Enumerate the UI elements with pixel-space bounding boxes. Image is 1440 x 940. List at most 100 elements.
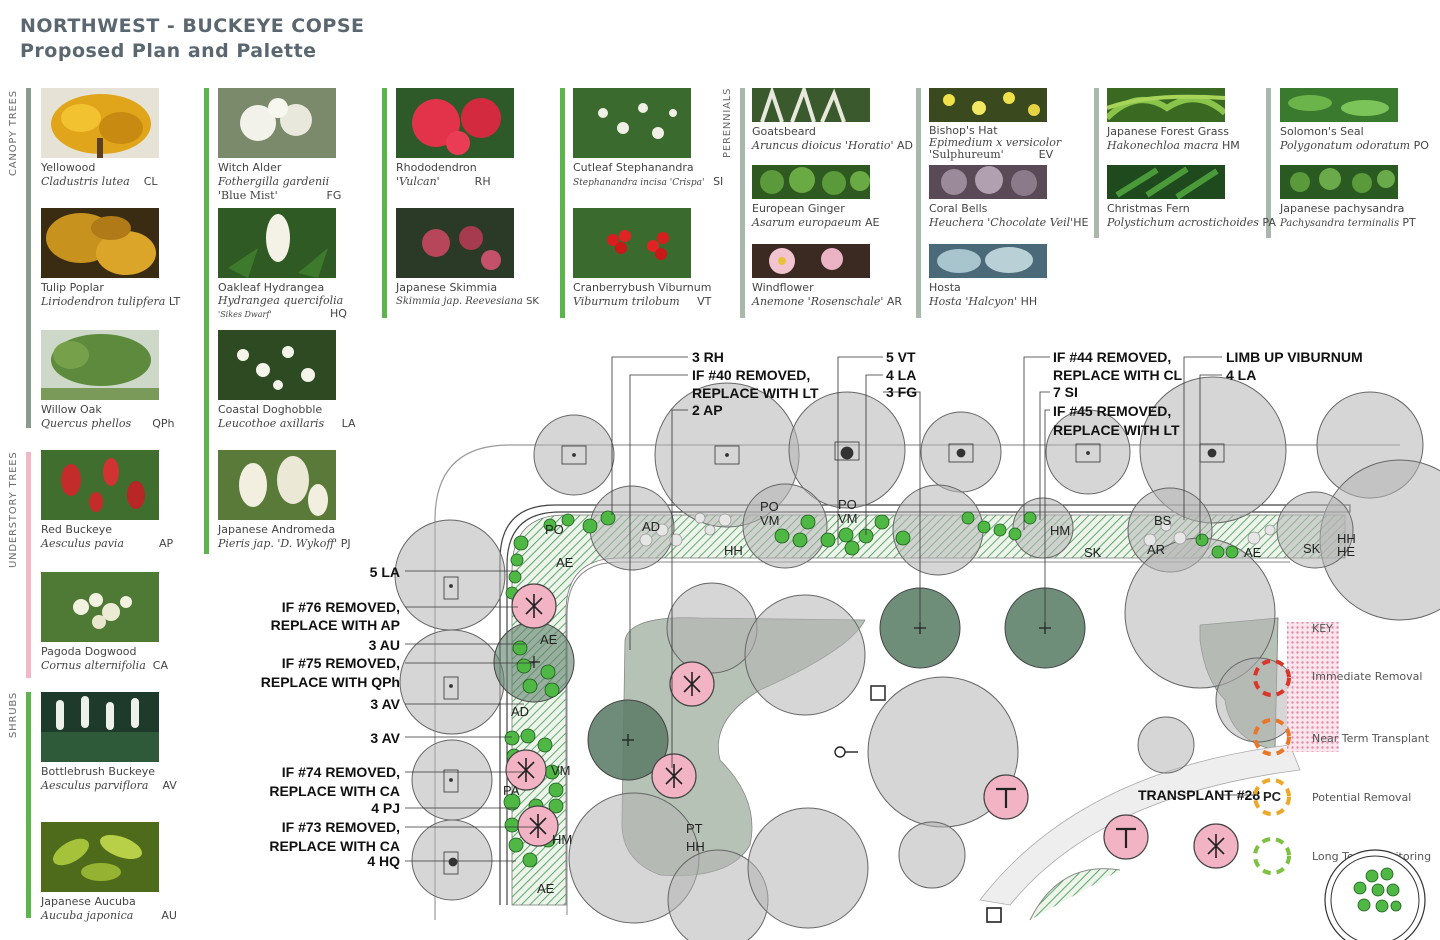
plant-name: Windflower bbox=[752, 281, 814, 294]
plant-name: Rhododendron bbox=[396, 161, 477, 174]
label-ae-2: AE bbox=[556, 555, 574, 570]
plant-code: AE bbox=[865, 216, 880, 229]
plant-name: Japanese Forest Grass bbox=[1107, 125, 1229, 138]
plant-latin: Hydrangea quercifolia bbox=[218, 294, 344, 307]
plant-cultivar-row: 'Blue Mist' FG bbox=[218, 189, 341, 203]
plant-card-rhodo: Rhododendron 'Vulcan' RH bbox=[396, 88, 518, 189]
label-pc: PC bbox=[1263, 789, 1282, 804]
plant-code: HQ bbox=[329, 307, 347, 320]
plant-cultivar: 'Sulphureum' bbox=[929, 148, 1004, 161]
plant-name: Pagoda Dogwood bbox=[41, 645, 137, 658]
plant-latin: Aesculus parviflora bbox=[41, 779, 149, 792]
hosta-photo bbox=[929, 244, 1047, 278]
walkway-outline bbox=[434, 444, 1400, 920]
label-pt: PT bbox=[686, 821, 703, 836]
witch-photo bbox=[218, 88, 336, 158]
pale-shrubs bbox=[639, 512, 1276, 547]
plant-card-willow: Willow Oak Quercus phellos QPh bbox=[41, 330, 174, 431]
plant-name: Cutleaf Stephanandra bbox=[573, 161, 694, 174]
callout-replace-cl: REPLACE WITH CL bbox=[1053, 367, 1183, 383]
label-ad: AD bbox=[642, 519, 660, 534]
plant-card-buckeye: Red Buckeye Aesculus pavia AP bbox=[41, 450, 173, 551]
callout-replace-qph: REPLACE WITH QPh bbox=[261, 674, 400, 690]
callout-3av-2: 3 AV bbox=[370, 730, 400, 746]
plant-name: Hosta bbox=[929, 281, 961, 294]
canopy-trees bbox=[394, 376, 1440, 940]
plant-card-bottlebrush: Bottlebrush Buckeye Aesculus parviflora … bbox=[41, 692, 177, 793]
bishop-photo bbox=[929, 88, 1047, 122]
plant-latin: Epimedium x versicolor bbox=[929, 136, 1062, 149]
perennial-bar-2 bbox=[916, 88, 921, 318]
callout-replace-ca: REPLACE WITH CA bbox=[269, 783, 400, 799]
fern-photo bbox=[1107, 165, 1225, 199]
plant-cultivar-row: 'Sulphureum' EV bbox=[929, 149, 1089, 161]
plant-latin-row: Skimmia jap. Reevesiana SK bbox=[396, 295, 539, 309]
key-label: KEY bbox=[1312, 622, 1333, 635]
plant-latin-row: Anemone 'Rosenschale' AR bbox=[752, 295, 912, 309]
plant-code: RH bbox=[474, 175, 491, 188]
cutleaf-photo bbox=[573, 88, 691, 158]
title-text: NORTHWEST - BUCKEYE COPSE bbox=[20, 15, 365, 37]
goatsbeard-photo bbox=[752, 88, 870, 122]
plant-latin: Hakonechloa macra bbox=[1107, 139, 1219, 152]
removal-marks bbox=[517, 594, 1225, 858]
label-sk-2: SK bbox=[1303, 541, 1321, 556]
plant-name: Willow Oak bbox=[41, 403, 102, 416]
label-pa: PA bbox=[503, 783, 520, 798]
plant-name: Tulip Poplar bbox=[41, 281, 104, 294]
callout-5la: 5 LA bbox=[370, 564, 400, 580]
plant-latin-row: Viburnum trilobum VT bbox=[573, 295, 711, 309]
plant-latin-row: Polygonatum odoratum PO bbox=[1280, 139, 1440, 153]
label-bs: BS bbox=[1154, 513, 1172, 528]
plant-latin-row: Cladustris lutea CL bbox=[41, 175, 163, 189]
coral-photo bbox=[929, 165, 1047, 199]
plant-latin: Anemone 'Rosenschale' bbox=[752, 295, 884, 308]
plant-name: Japanese Aucuba bbox=[41, 895, 136, 908]
plant-latin: Polystichum acrostichoides bbox=[1107, 216, 1259, 229]
label-po: PO bbox=[545, 522, 564, 537]
plant-latin-row: Hakonechloa macra HM bbox=[1107, 139, 1267, 153]
plant-name: Japanese pachysandra bbox=[1280, 202, 1405, 215]
plant-latin-row: Pachysandra terminalis PT bbox=[1280, 216, 1440, 231]
plant-card-pagoda: Pagoda Dogwood Cornus alternifolia CA bbox=[41, 572, 168, 673]
plant-code: AD bbox=[897, 139, 913, 152]
plant-card-tulip: Tulip Poplar Liriodendron tulipfera LT bbox=[41, 208, 180, 309]
plant-card-andromeda: Japanese Andromeda Pieris jap. 'D. Wykof… bbox=[218, 450, 351, 551]
perennial-bar-3 bbox=[1094, 88, 1099, 238]
plant-latin: Liriodendron tulipfera bbox=[41, 295, 166, 308]
plant-latin-row: Heuchera 'Chocolate Veil'HE bbox=[929, 216, 1089, 230]
legend-potential: Potential Removal bbox=[1312, 791, 1411, 804]
potential-removal-icon bbox=[1253, 778, 1291, 816]
label-hm: HM bbox=[1050, 523, 1070, 538]
plant-latin: Skimmia jap. Reevesiana bbox=[396, 296, 523, 307]
yellowood-photo bbox=[41, 88, 159, 158]
callout-if44: IF #44 REMOVED, bbox=[1053, 349, 1171, 365]
plant-code: LA bbox=[341, 417, 356, 430]
plan-labels: PO AD HH PO VM PO VM HM SK BS AR AE SK H… bbox=[503, 497, 1356, 896]
callout-replace-lt2: REPLACE WITH LT bbox=[1053, 422, 1180, 438]
plant-latin: Heuchera 'Chocolate Veil' bbox=[929, 216, 1074, 229]
label-vm-3: VM bbox=[551, 763, 571, 778]
label-vm: VM bbox=[760, 513, 780, 528]
leader-lines bbox=[405, 356, 1255, 862]
callout-replace-ap: REPLACE WITH AP bbox=[271, 617, 400, 633]
plant-latin: Aucuba japonica bbox=[41, 909, 134, 922]
shrub-bar-4 bbox=[560, 88, 565, 318]
shrub-bar-3 bbox=[382, 88, 387, 318]
plant-latin-row: Quercus phellos QPh bbox=[41, 417, 174, 431]
coastal-photo bbox=[218, 330, 336, 400]
label-hm-2: HM bbox=[552, 832, 572, 847]
plant-name: Cranberrybush Viburnum bbox=[573, 281, 712, 294]
willow-photo bbox=[41, 330, 159, 400]
callout-replace-ca-2: REPLACE WITH CA bbox=[269, 838, 400, 854]
plant-name: Witch Alder bbox=[218, 161, 282, 174]
plant-name: Coral Bells bbox=[929, 202, 988, 215]
plant-card-goatsbeard: Goatsbeard Aruncus dioicus 'Horatio' AD bbox=[752, 88, 913, 153]
callout-7si: 7 SI bbox=[1053, 384, 1078, 400]
aucuba-photo bbox=[41, 822, 159, 892]
plant-name: Bishop's Hat bbox=[929, 124, 998, 137]
callout-5vt: 5 VT bbox=[886, 349, 916, 365]
plant-code: HE bbox=[1073, 216, 1089, 229]
plant-code: AP bbox=[158, 537, 174, 550]
